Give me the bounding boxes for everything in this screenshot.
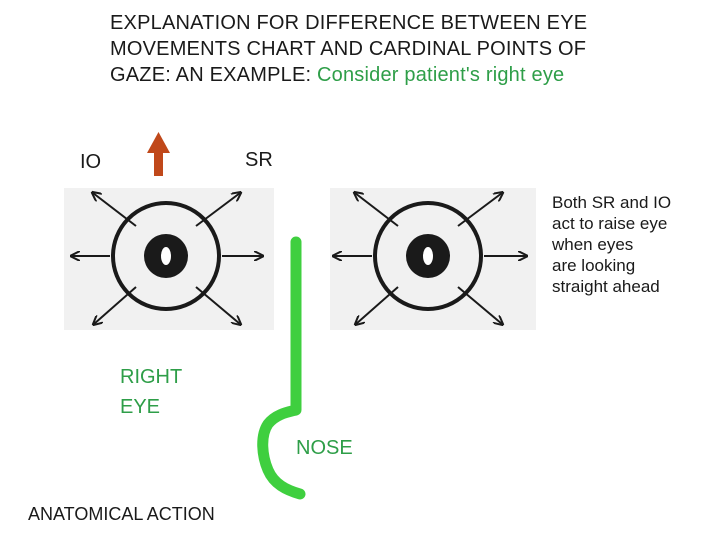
gaze-arrows-right [334,193,526,324]
left-eye-diagram [330,188,536,330]
eye-circle-left [111,201,221,311]
page-title: EXPLANATION FOR DIFFERENCE BETWEEN EYE M… [110,10,630,88]
gaze-arrows-left [72,193,262,324]
nose-label: NOSE [296,437,353,459]
right-eye-label: RIGHT EYE [120,362,182,422]
title-main: EXPLANATION FOR DIFFERENCE BETWEEN EYE M… [110,12,588,86]
eye-circle-right [373,201,483,311]
title-highlight: Consider patient's right eye [317,64,565,86]
nose-outline [257,236,306,500]
anatomical-action-label: ANATOMICAL ACTION [28,504,215,524]
right-eye-label-line2: EYE [120,396,161,418]
explanation-note: Both SR and IO act to raise eye when eye… [552,192,712,297]
io-label: IO [80,151,102,173]
up-arrow-icon [147,132,170,176]
note-line-4: are looking [552,256,636,275]
note-line-3: when eyes [552,235,634,254]
note-line-1: Both SR and IO [552,193,672,212]
right-eye-diagram [64,188,274,330]
sr-label: SR [245,149,273,171]
right-eye-label-line1: RIGHT [120,366,183,388]
note-line-2: act to raise eye [552,214,668,233]
note-line-5: straight ahead [552,277,660,296]
